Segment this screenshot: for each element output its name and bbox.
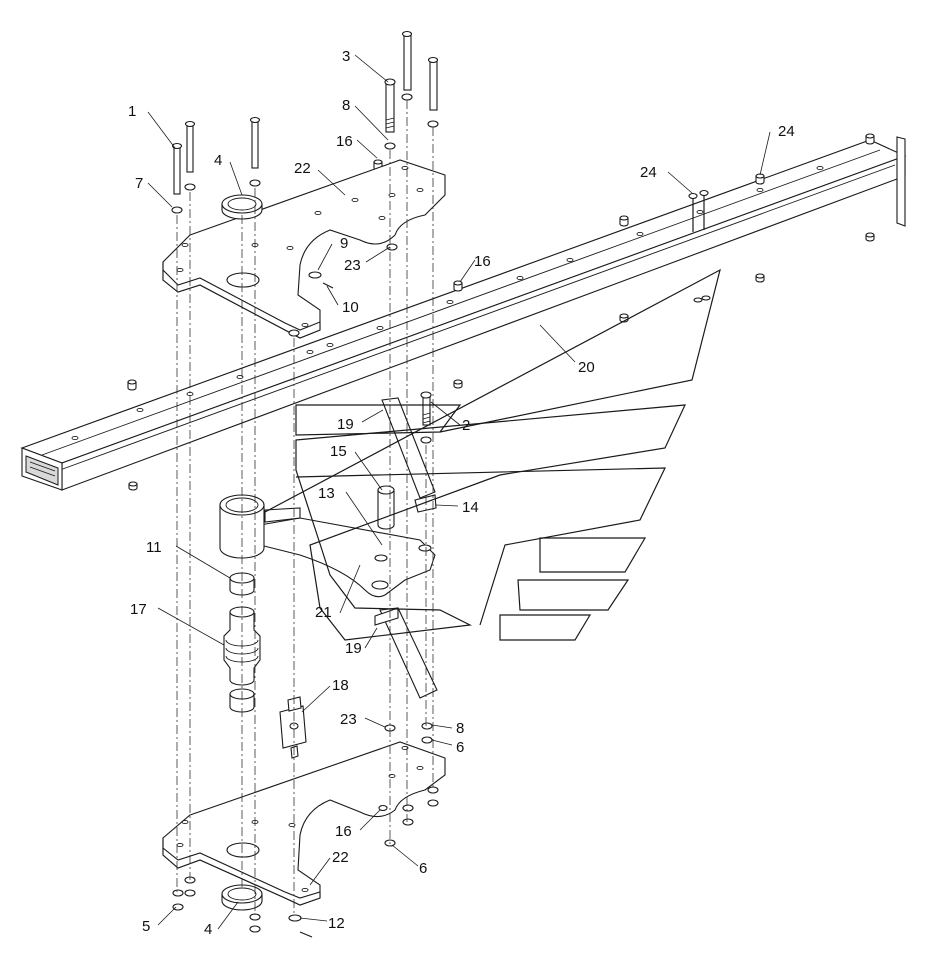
callout-7: 7 [135,175,143,192]
callout-12: 12 [328,915,345,932]
lower-plate-part-22 [162,741,446,906]
callout-10: 10 [342,299,359,316]
callout-23: 23 [344,257,361,274]
callout-9: 9 [340,235,348,252]
callout-17: 17 [130,601,147,618]
callout-8: 8 [456,720,464,737]
callout-4: 4 [214,152,222,169]
callout-8: 8 [342,97,350,114]
callout-16: 16 [335,823,352,840]
callout-16: 16 [336,133,353,150]
callout-6: 6 [419,860,427,877]
callout-14: 14 [462,499,479,516]
callout-2: 2 [462,417,470,434]
callout-24: 24 [640,164,657,181]
callout-22: 22 [294,160,311,177]
callout-24: 24 [778,123,795,140]
callout-19: 19 [345,640,362,657]
leader-lines [147,54,771,930]
callout-1: 1 [128,103,136,120]
callout-4: 4 [204,921,212,938]
assembly-center-lines [176,100,434,915]
callout-16: 16 [474,253,491,270]
callout-3: 3 [342,48,350,65]
callout-labels: 1 2 3 4 4 5 6 6 7 8 8 9 10 11 12 13 14 1… [128,48,795,938]
callout-20: 20 [578,359,595,376]
callout-23: 23 [340,711,357,728]
seal-upper-part-4 [221,194,263,220]
link-part-19-lower [374,607,438,699]
callout-22: 22 [332,849,349,866]
callout-13: 13 [318,485,335,502]
callout-6: 6 [456,739,464,756]
sensor-part-18 [279,696,307,759]
callout-11: 11 [146,539,162,556]
callout-15: 15 [330,443,347,460]
callout-5: 5 [142,918,150,935]
callout-21: 21 [315,604,332,621]
beam-part-20 [20,133,907,491]
guard-panels [264,268,721,641]
seal-lower-part-4 [221,884,263,911]
callout-19: 19 [337,416,354,433]
callout-18: 18 [332,677,349,694]
upper-plate-part-22 [162,159,446,339]
arm-part-21 [219,485,436,598]
